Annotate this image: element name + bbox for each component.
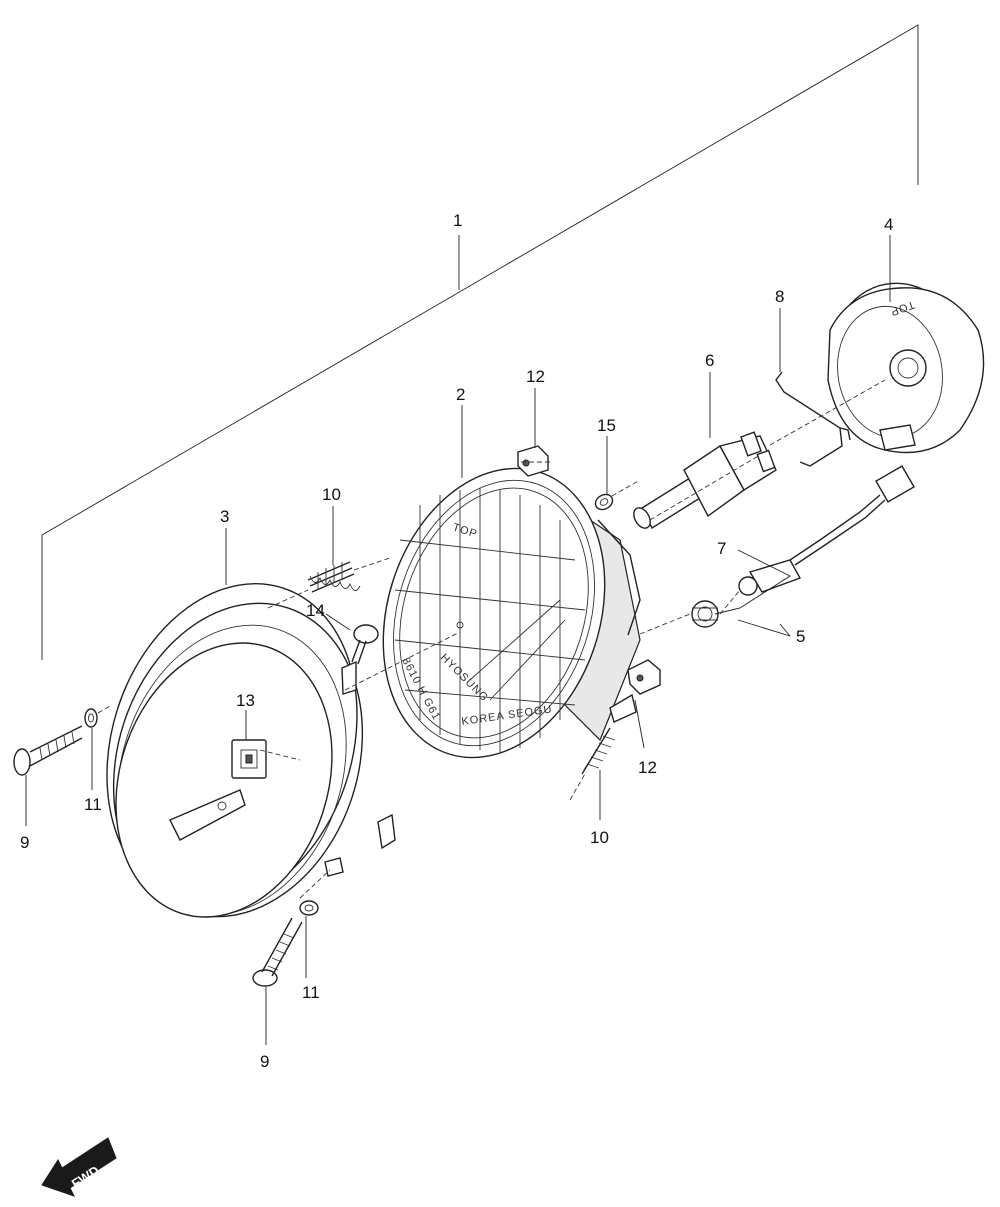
adjuster-nut-lower: [627, 659, 661, 695]
callout-11-lower: 11: [302, 983, 320, 1002]
assembly-bracket: [41, 24, 919, 660]
long-screw-lower: [252, 917, 303, 987]
socket-harness: [738, 465, 915, 596]
rim-screw: [351, 624, 379, 665]
callout-13: 13: [236, 691, 255, 710]
callout-1: 1: [453, 211, 462, 230]
long-screw-left: [13, 725, 83, 776]
adjuster-nut-upper: [517, 445, 549, 477]
leader-lines: [25, 235, 891, 1045]
assembly-axis-lines: [97, 379, 886, 899]
position-lamp-bulb: [691, 600, 719, 628]
headlight-unit: TOP 8610 H G61 HYOSUNG KOREA SEOGU: [382, 467, 641, 759]
callout-12-upper: 12: [526, 367, 545, 386]
callout-9-left: 9: [20, 833, 29, 852]
callout-14: 14: [306, 601, 325, 620]
callout-10-lower: 10: [590, 828, 609, 847]
callout-7: 7: [717, 539, 726, 558]
headlight-bulb: [633, 431, 777, 530]
callout-10-upper: 10: [322, 485, 341, 504]
forward-direction-arrow: FWD: [41, 1137, 117, 1197]
callout-labels: 1 2 3 4 5 6 7 8 9 9 10 10 11 11 12 12 13…: [20, 211, 893, 1071]
callout-4: 4: [884, 215, 893, 234]
adjuster-spring-lower: [581, 727, 616, 775]
bulb-retaining-spring: [775, 371, 851, 467]
washer-lower: [299, 900, 319, 916]
washer-left: [84, 708, 98, 728]
callout-12-lower: 12: [638, 758, 657, 777]
callout-2: 2: [456, 385, 465, 404]
bulb-o-ring: [594, 493, 614, 511]
callout-15: 15: [597, 416, 616, 435]
callout-11-left: 11: [84, 795, 102, 814]
adjuster-spring-upper: [307, 561, 361, 593]
callout-3: 3: [220, 507, 229, 526]
callout-5: 5: [796, 627, 805, 646]
rear-housing: TOP: [827, 282, 985, 454]
callout-6: 6: [705, 351, 714, 370]
callout-9-lower: 9: [260, 1052, 269, 1071]
adjuster-clip: [231, 739, 267, 779]
callout-8: 8: [775, 287, 784, 306]
